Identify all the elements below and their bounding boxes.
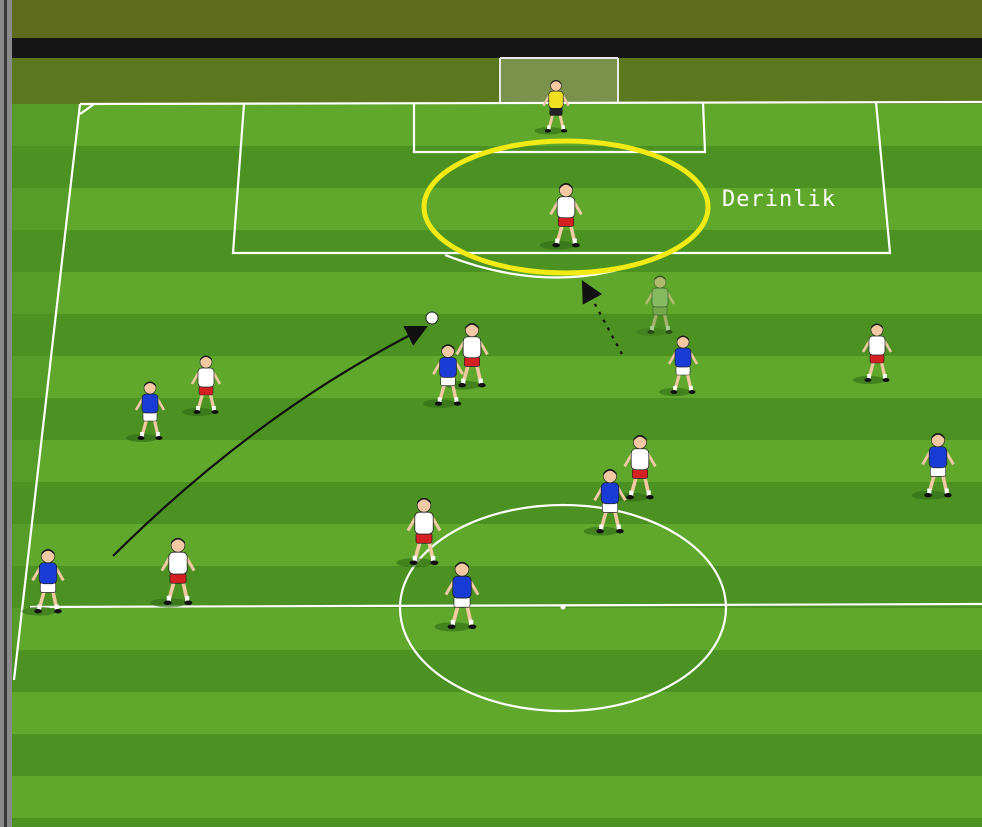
- center-spot: [561, 605, 566, 610]
- ball: [426, 312, 438, 324]
- outfield-behind-goal: [12, 58, 982, 108]
- grass-stripes: [12, 104, 982, 827]
- grass-stripe: [12, 104, 982, 146]
- outfield-top: [12, 0, 982, 40]
- grass-stripe: [12, 272, 982, 314]
- grass-stripe: [12, 524, 982, 566]
- grass-stripe: [12, 482, 982, 524]
- grass-stripe: [12, 608, 982, 650]
- grass-stripe: [12, 692, 982, 734]
- grass-stripe: [12, 188, 982, 230]
- grass-stripe: [12, 314, 982, 356]
- left-frame-line: [4, 0, 7, 827]
- grass-stripe: [12, 776, 982, 818]
- grass-stripe: [12, 356, 982, 398]
- stand-barrier: [12, 38, 982, 58]
- grass-stripe: [12, 818, 982, 827]
- grass-stripe: [12, 440, 982, 482]
- grass-stripe: [12, 734, 982, 776]
- depth-label: Derinlik: [722, 187, 836, 212]
- grass-stripe: [12, 650, 982, 692]
